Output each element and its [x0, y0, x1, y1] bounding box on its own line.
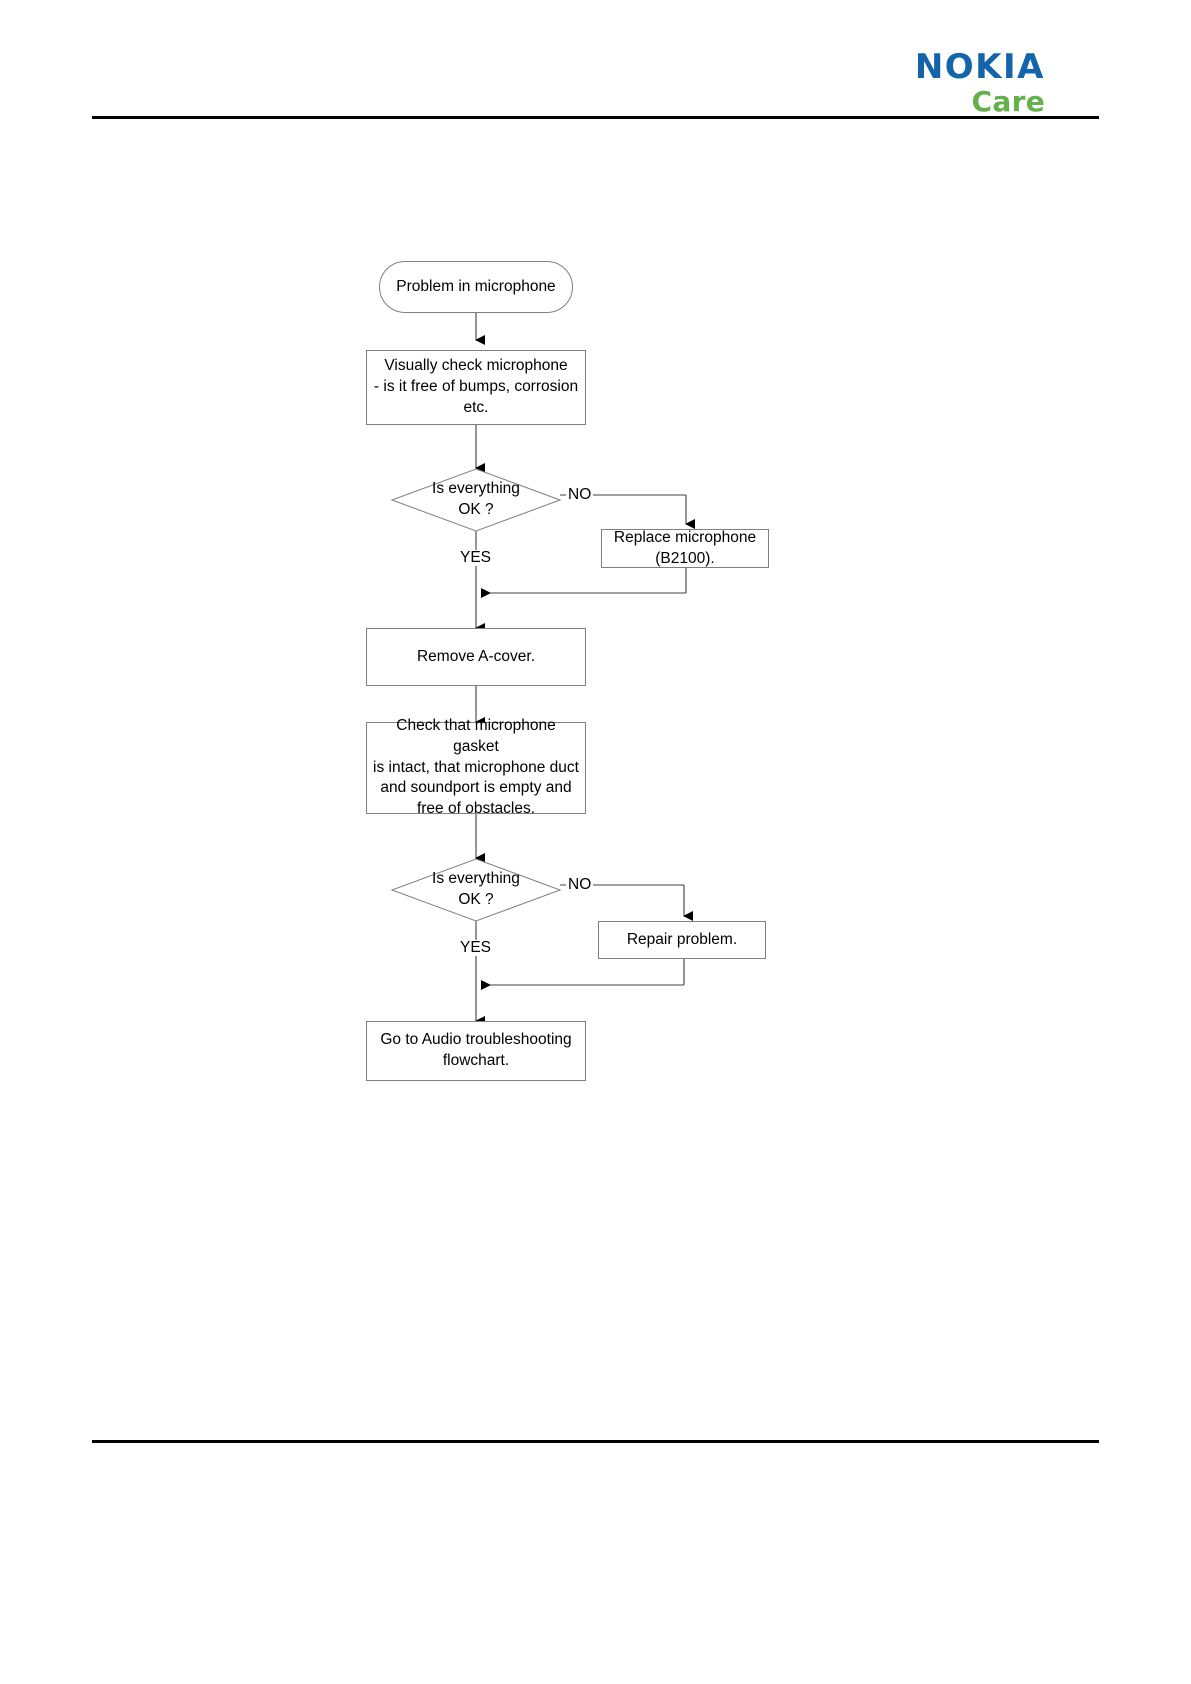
edge-label-decision-1-no: NO — [566, 486, 594, 503]
logo-nokia-text: NOKIA — [914, 47, 1045, 87]
edge-label-decision-1-yes: YES — [458, 549, 494, 566]
edge-label-decision-2-no: NO — [566, 876, 594, 893]
flow-node-visual-check-line1: Visually check microphone — [384, 357, 568, 375]
flow-node-goto-audio-line1: Go to Audio troubleshooting — [380, 1031, 572, 1049]
flow-node-replace-microphone-line2: (B2100). — [655, 549, 715, 567]
flow-node-repair-problem-label: Repair problem. — [626, 930, 738, 948]
decision-2-shape — [390, 858, 562, 922]
flow-node-start-label: Problem in microphone — [396, 277, 556, 295]
header-divider — [92, 116, 1099, 119]
footer-divider — [92, 1440, 1099, 1443]
flow-node-decision-1[interactable]: Is everything OK ? — [390, 468, 562, 532]
flow-node-repair-problem[interactable]: Repair problem. — [598, 921, 766, 959]
flow-node-remove-a-cover[interactable]: Remove A-cover. — [366, 628, 586, 686]
flow-node-visual-check[interactable]: Visually check microphone - is it free o… — [366, 350, 586, 425]
flow-node-goto-audio-flowchart[interactable]: Go to Audio troubleshooting flowchart. — [366, 1021, 586, 1081]
flow-node-gasket-check-line2: is intact, that microphone duct — [373, 758, 579, 776]
flow-node-visual-check-line3: etc. — [463, 398, 489, 416]
flow-node-gasket-check[interactable]: Check that microphone gasket is intact, … — [366, 717, 586, 817]
nokia-care-logo: NOKIA Care — [915, 50, 1045, 116]
flow-node-gasket-check-line1: Check that microphone gasket — [396, 716, 556, 755]
flow-node-replace-microphone[interactable]: Replace microphone (B2100). — [601, 529, 769, 568]
flow-node-goto-audio-line2: flowchart. — [442, 1052, 510, 1069]
flow-node-remove-a-cover-label: Remove A-cover. — [416, 647, 536, 665]
logo-care-text: Care — [971, 85, 1045, 118]
flow-node-decision-2[interactable]: Is everything OK ? — [390, 858, 562, 922]
flow-node-visual-check-line2: - is it free of bumps, corrosion — [373, 378, 579, 396]
edge-label-decision-2-yes: YES — [458, 939, 494, 956]
flow-node-replace-microphone-line1: Replace microphone — [613, 528, 757, 546]
flow-node-gasket-check-line3: and soundport is empty and — [380, 779, 572, 797]
flow-node-gasket-check-line4: free of obstacles. — [416, 800, 536, 818]
decision-1-shape — [390, 468, 562, 532]
flow-node-start[interactable]: Problem in microphone — [379, 261, 573, 313]
